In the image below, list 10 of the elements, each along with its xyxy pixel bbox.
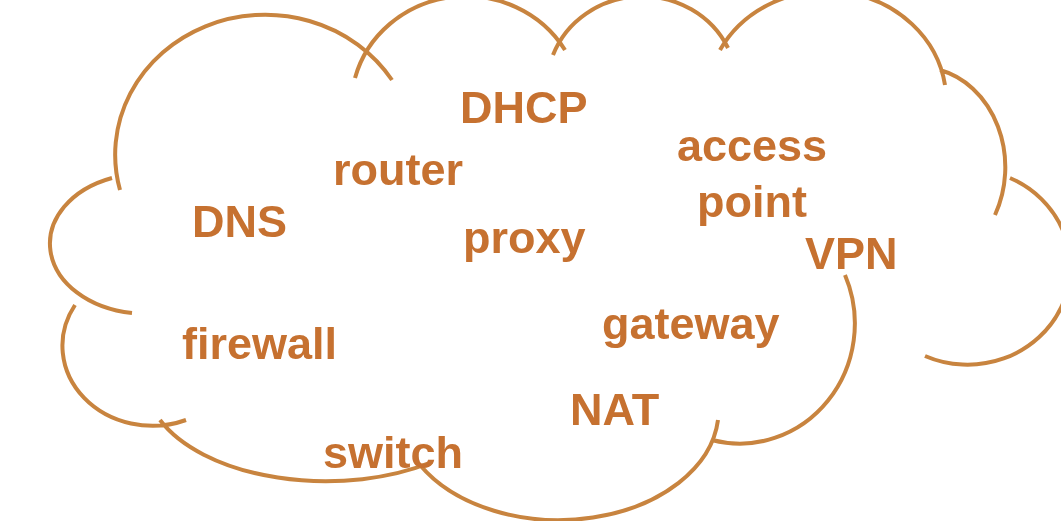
network-term: DNS bbox=[192, 195, 287, 249]
network-term: VPN bbox=[805, 227, 898, 281]
network-term: router bbox=[333, 143, 463, 197]
network-term: switch bbox=[323, 426, 464, 480]
network-term: gateway bbox=[602, 297, 780, 351]
network-term: NAT bbox=[570, 383, 660, 437]
network-term: proxy bbox=[463, 211, 586, 265]
network-term: DHCP bbox=[460, 81, 588, 135]
network-term: access point bbox=[675, 119, 829, 230]
network-term: firewall bbox=[182, 317, 338, 371]
